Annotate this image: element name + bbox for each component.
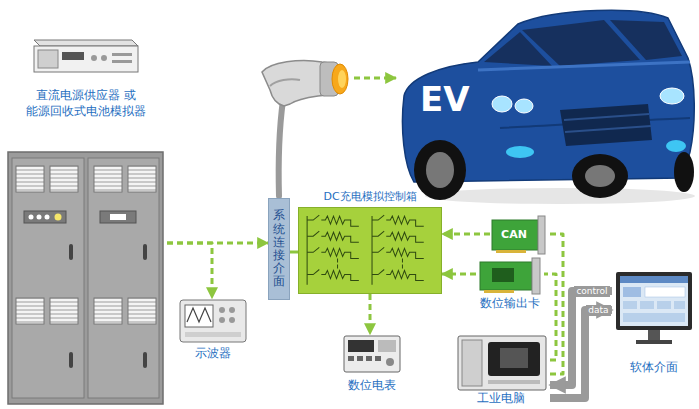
digital-output-card [480,258,540,294]
connection-line [442,233,490,236]
node-label: 示波器 [195,346,231,362]
software-monitor [616,272,692,344]
oscilloscope [180,300,246,342]
digital-meter [344,336,400,372]
connection-line [167,243,212,298]
control-box: DC充电模拟控制箱 [298,190,442,294]
connection-line [544,274,556,360]
node-label: 直流电源供应器 或 能源回收式电池模拟器 [22,86,150,119]
can-card [492,216,545,254]
charging-gun [262,60,396,196]
node-label: 工业电脑 [477,391,525,407]
edge-label: data [586,305,610,316]
pc-box: 工业电脑 [452,334,550,407]
connection-line [442,273,476,276]
relay-resistor-array [299,208,441,293]
node-label: CAN [501,228,535,242]
battery-simulator-cabinet [8,152,163,404]
vertical-label: 系统连接介面 [273,209,285,288]
industrial-pc [458,336,546,390]
can-card-box: CAN [490,220,546,250]
signal-arrow [550,310,612,398]
connection-line [290,251,298,254]
node-label: 数位输出卡 [480,296,540,312]
control-panel [298,207,442,294]
interface-column: 系统连接介面 [268,198,290,300]
instrument-box: 示波器 [176,298,250,362]
monitor-box: 软体介面 [612,270,696,376]
node-label: 软体介面 [630,360,678,376]
source-box: 直流电源供应器 或 能源回收式电池模拟器 [5,86,167,406]
node-label: 数位电表 [348,378,396,394]
power-supply [34,40,138,72]
connection-line [369,294,372,334]
car-badge: EV [420,82,470,116]
output-card-box: 数位输出卡 [476,258,544,312]
ev-car [402,10,695,204]
meter-box: 数位电表 [338,334,406,394]
node-label: DC充电模拟控制箱 [323,190,416,204]
edge-label: control [574,286,609,297]
